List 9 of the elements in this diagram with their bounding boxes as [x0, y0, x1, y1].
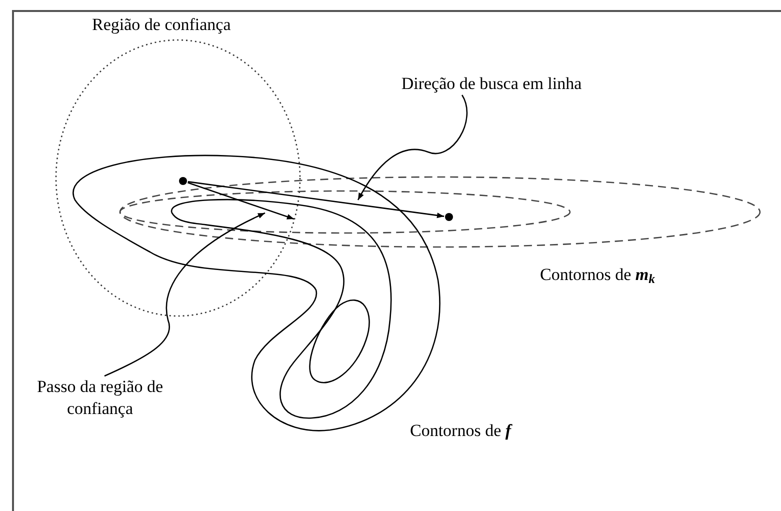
label-text: Contornos de f [410, 420, 512, 442]
annotation-text: Passo da região de confiança [36, 376, 164, 420]
label-text: Região de confiança [92, 14, 231, 36]
label-text: Contornos de m$_{k}$ [540, 264, 655, 288]
arrow [188, 181, 444, 218]
annotation-text: Direção de busca em linha [400, 73, 583, 95]
leader-line [357, 94, 468, 200]
arrow [188, 182, 294, 220]
leader-line [104, 212, 266, 377]
